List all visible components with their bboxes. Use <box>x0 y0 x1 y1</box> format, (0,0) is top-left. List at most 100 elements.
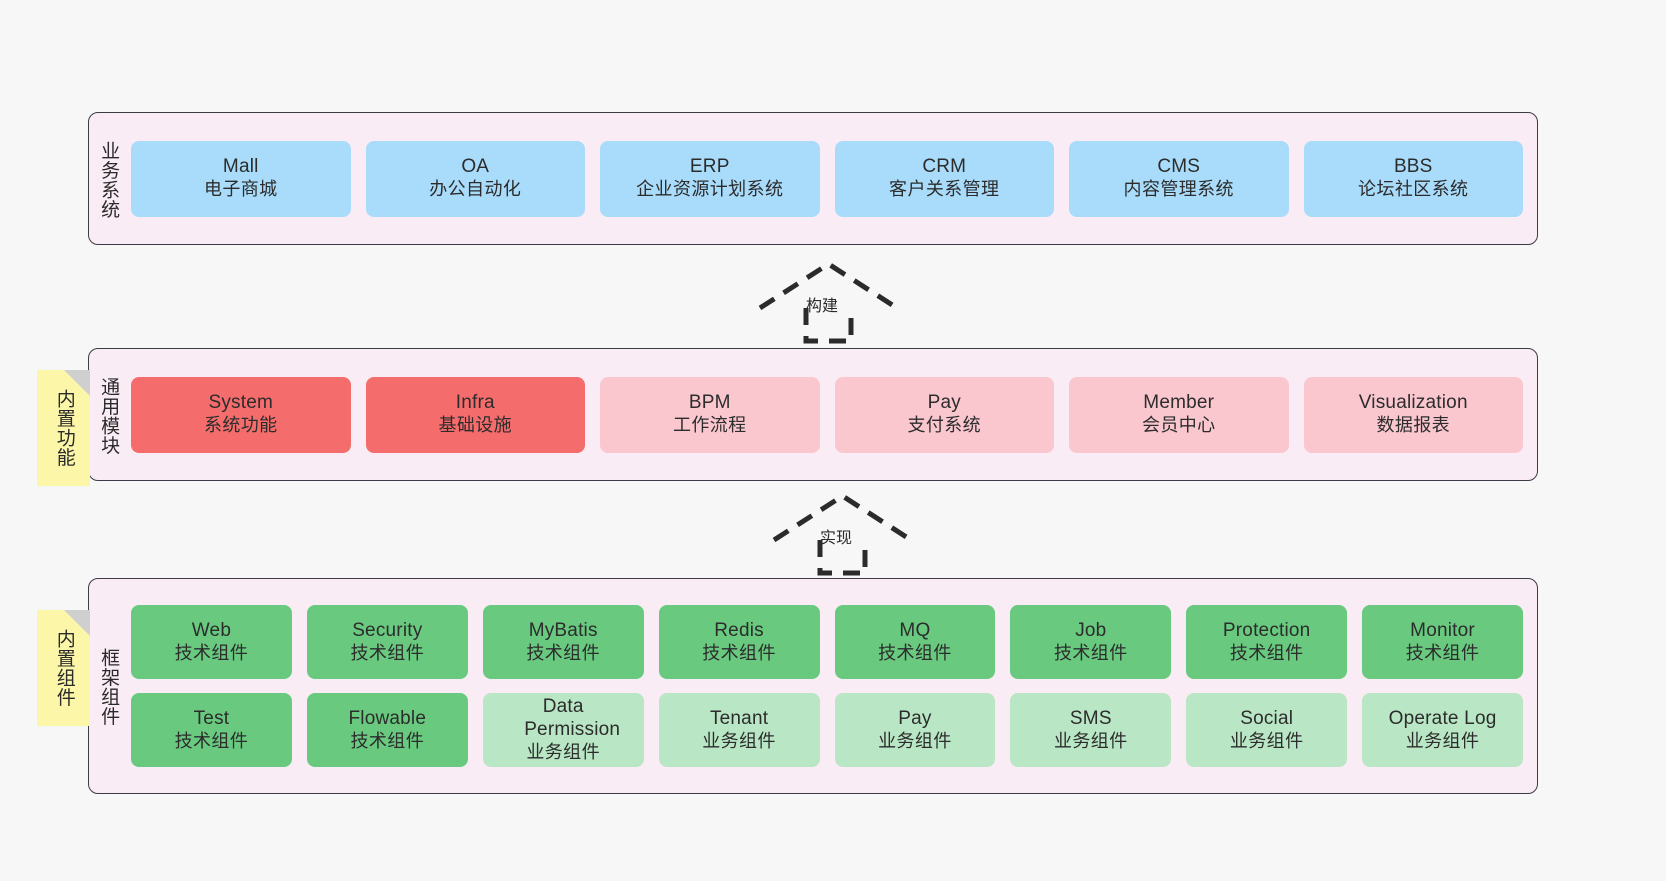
module-card-bpm[interactable]: BPM 工作流程 <box>600 376 820 453</box>
module-card-title: Pay <box>927 392 961 414</box>
module-card-subtitle: 技术组件 <box>702 642 776 663</box>
module-card-title: Protection <box>1222 619 1311 641</box>
module-card-mall[interactable]: Mall 电子商城 <box>131 140 351 217</box>
module-card-title: CRM <box>922 156 967 178</box>
module-card-tenant[interactable]: Tenant 业务组件 <box>658 693 820 767</box>
sticky-note-builtin-components: 内置组件 <box>37 610 90 726</box>
module-card-sms[interactable]: SMS 业务组件 <box>1010 693 1172 767</box>
layer-framework-components: 框架组件 Web 技术组件 Security 技术组件 MyBatis 技术组件… <box>88 578 1538 794</box>
connector-implement: 实现 <box>770 492 915 577</box>
module-card-title: OA <box>461 156 490 178</box>
sticky-note-label: 内置组件 <box>53 629 75 707</box>
module-card-title: Test <box>193 707 230 729</box>
module-card-title: Flowable <box>348 707 427 729</box>
layer-title-framework-components: 框架组件 <box>98 648 120 726</box>
module-card-oa[interactable]: OA 办公自动化 <box>365 140 585 217</box>
module-card-web[interactable]: Web 技术组件 <box>131 605 292 679</box>
module-card-subtitle: 业务组件 <box>1054 730 1128 751</box>
module-card-subtitle: 会员中心 <box>1141 415 1216 436</box>
module-card-subtitle: 业务组件 <box>1405 730 1480 751</box>
connector-build: 构建 <box>756 260 901 345</box>
module-card-pay-biz[interactable]: Pay 业务组件 <box>834 693 996 767</box>
module-card-title: Tenant <box>709 707 769 729</box>
page-fold-icon <box>64 370 90 396</box>
module-card-title: ERP <box>689 156 730 178</box>
module-card-title: Job <box>1075 619 1107 641</box>
module-card-subtitle: 技术组件 <box>878 642 952 663</box>
module-card-job[interactable]: Job 技术组件 <box>1010 605 1172 679</box>
module-card-member[interactable]: Member 会员中心 <box>1069 376 1289 453</box>
module-card-infra[interactable]: Infra 基础设施 <box>365 376 585 453</box>
module-card-subtitle: 业务组件 <box>702 730 776 751</box>
module-card-subtitle: 企业资源计划系统 <box>636 179 784 200</box>
module-card-title: Security <box>352 619 423 641</box>
sticky-note-label: 内置功能 <box>53 389 75 467</box>
connector-label-implement: 实现 <box>820 530 853 547</box>
module-card-bbs[interactable]: BBS 论坛社区系统 <box>1303 140 1523 217</box>
module-card-title: Operate Log <box>1388 707 1497 729</box>
layer-body-framework-components: Web 技术组件 Security 技术组件 MyBatis 技术组件 Redi… <box>127 579 1537 793</box>
module-card-subtitle: 论坛社区系统 <box>1358 179 1469 200</box>
module-card-subtitle: 技术组件 <box>350 642 425 663</box>
module-card-security[interactable]: Security 技术组件 <box>306 605 468 679</box>
module-card-subtitle: 业务组件 <box>526 742 600 762</box>
layer-business-systems: 业务系统 Mall 电子商城 OA 办公自动化 ERP 企业资源计划系统 CRM… <box>88 112 1538 245</box>
module-card-subtitle: 数据报表 <box>1376 415 1451 436</box>
layer-row: Mall 电子商城 OA 办公自动化 ERP 企业资源计划系统 CRM 客户关系… <box>131 140 1523 217</box>
layer-common-modules: 通用模块 System 系统功能 Infra 基础设施 BPM 工作流程 Pay… <box>88 348 1538 481</box>
module-card-subtitle: 支付系统 <box>907 415 982 436</box>
module-card-mq[interactable]: MQ 技术组件 <box>834 605 996 679</box>
module-card-subtitle: 办公自动化 <box>429 179 522 200</box>
module-card-title: MyBatis <box>528 619 598 641</box>
module-card-pay[interactable]: Pay 支付系统 <box>834 376 1054 453</box>
module-card-system[interactable]: System 系统功能 <box>131 376 351 453</box>
module-card-subtitle: 工作流程 <box>672 415 747 436</box>
module-card-cms[interactable]: CMS 内容管理系统 <box>1069 140 1289 217</box>
module-card-protection[interactable]: Protection 技术组件 <box>1186 605 1348 679</box>
layer-body-common-modules: System 系统功能 Infra 基础设施 BPM 工作流程 Pay 支付系统… <box>127 349 1537 480</box>
module-card-title: Monitor <box>1410 619 1475 641</box>
module-card-title: System <box>208 392 274 414</box>
page-fold-icon <box>64 610 90 636</box>
module-card-title: Redis <box>714 619 764 641</box>
sticky-note-builtin-features: 内置功能 <box>37 370 90 486</box>
module-card-subtitle: 业务组件 <box>1229 730 1304 751</box>
module-card-flowable[interactable]: Flowable 技术组件 <box>306 693 468 767</box>
module-card-monitor[interactable]: Monitor 技术组件 <box>1362 605 1523 679</box>
realization-arrow-icon <box>758 261 899 344</box>
module-card-social[interactable]: Social 业务组件 <box>1186 693 1348 767</box>
module-card-operate-log[interactable]: Operate Log 业务组件 <box>1362 693 1523 767</box>
module-card-title: Data Permission <box>524 696 621 741</box>
module-card-subtitle: 技术组件 <box>350 730 425 751</box>
module-card-erp[interactable]: ERP 企业资源计划系统 <box>600 140 820 217</box>
module-card-crm[interactable]: CRM 客户关系管理 <box>834 140 1054 217</box>
module-card-subtitle: 技术组件 <box>1054 642 1128 663</box>
module-card-test[interactable]: Test 技术组件 <box>131 693 292 767</box>
layer-row: System 系统功能 Infra 基础设施 BPM 工作流程 Pay 支付系统… <box>131 376 1523 453</box>
module-card-redis[interactable]: Redis 技术组件 <box>658 605 820 679</box>
module-card-title: SMS <box>1069 707 1112 729</box>
layer-body-business-systems: Mall 电子商城 OA 办公自动化 ERP 企业资源计划系统 CRM 客户关系… <box>127 113 1537 244</box>
module-card-subtitle: 技术组件 <box>1405 642 1480 663</box>
module-card-subtitle: 技术组件 <box>526 642 600 663</box>
module-card-title: Infra <box>455 392 495 414</box>
module-card-title: BPM <box>688 392 731 414</box>
module-card-visualization[interactable]: Visualization 数据报表 <box>1303 376 1523 453</box>
module-card-subtitle: 技术组件 <box>1229 642 1304 663</box>
module-card-title: Pay <box>898 707 932 729</box>
module-card-data-permission[interactable]: Data Permission 业务组件 <box>482 693 644 767</box>
module-card-title: Social <box>1240 707 1294 729</box>
layer-row: Web 技术组件 Security 技术组件 MyBatis 技术组件 Redi… <box>131 605 1523 679</box>
module-card-mybatis[interactable]: MyBatis 技术组件 <box>482 605 644 679</box>
module-card-title: BBS <box>1393 156 1433 178</box>
connector-label-build: 构建 <box>806 298 839 315</box>
module-card-subtitle: 系统功能 <box>203 415 278 436</box>
layer-title-common-modules: 通用模块 <box>98 376 120 455</box>
module-card-subtitle: 业务组件 <box>878 730 952 751</box>
module-card-title: CMS <box>1157 156 1201 178</box>
module-card-title: Mall <box>222 156 259 178</box>
module-card-subtitle: 内容管理系统 <box>1123 179 1234 200</box>
module-card-title: Web <box>191 619 232 641</box>
module-card-title: MQ <box>899 619 931 641</box>
